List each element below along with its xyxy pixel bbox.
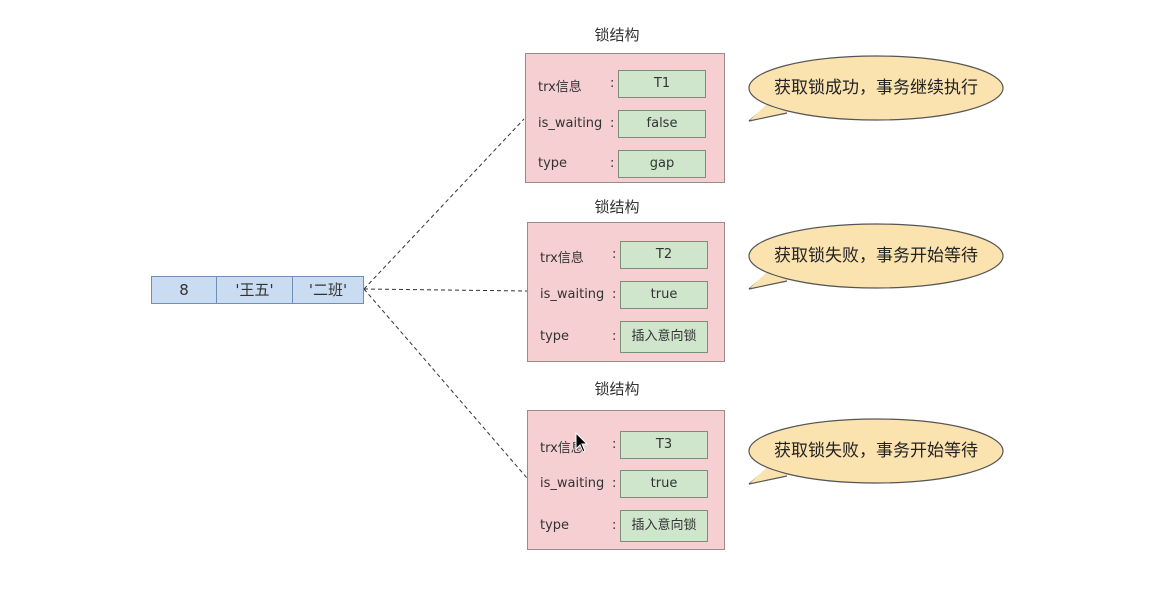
lock-3-trx-field: trx信息 : T3 [528, 431, 726, 459]
mouse-cursor-icon [575, 432, 589, 453]
field-label: type [540, 329, 570, 344]
field-value: 插入意向锁 [620, 510, 708, 542]
speech-bubble-icon [748, 418, 1004, 485]
status-bubble-2: 获取锁失败，事务开始等待 [747, 222, 1005, 292]
lock-title-2: 锁结构 [594, 198, 640, 216]
field-label: type [540, 518, 570, 533]
field-value: T2 [620, 241, 708, 269]
lock-2-type-field: type : 插入意向锁 [528, 321, 726, 353]
connector-line-1 [363, 118, 525, 290]
field-colon: : [612, 518, 617, 533]
field-value: true [620, 281, 708, 309]
field-label: is_waiting [538, 116, 603, 131]
field-colon: : [610, 116, 615, 131]
status-bubble-3: 获取锁失败，事务开始等待 [747, 417, 1005, 487]
field-label: type [538, 156, 568, 171]
lock-2-trx-field: trx信息 : T2 [528, 241, 726, 269]
field-colon: : [612, 476, 617, 491]
speech-bubble-icon [748, 223, 1004, 290]
lock-1-type-field: type : gap [526, 150, 724, 178]
field-colon: : [612, 437, 617, 452]
lock-1-trx-field: trx信息 : T1 [526, 70, 724, 98]
lock-structure-1: trx信息 : T1 is_waiting : false type : gap [525, 53, 725, 183]
lock-title-3: 锁结构 [594, 380, 640, 398]
lock-3-is-waiting-field: is_waiting : true [528, 470, 726, 498]
lock-1-is-waiting-field: is_waiting : false [526, 110, 724, 138]
record-cell-id: 8 [152, 277, 217, 303]
lock-title-1: 锁结构 [594, 26, 640, 44]
field-colon: : [612, 287, 617, 302]
connector-line-3 [363, 288, 528, 479]
field-value: 插入意向锁 [620, 321, 708, 353]
record-cell-name: '王五' [217, 277, 293, 303]
field-colon: : [610, 156, 615, 171]
lock-structure-3: trx信息 : T3 is_waiting : true type : 插入意向… [527, 410, 725, 550]
field-value: T3 [620, 431, 708, 459]
record-cell-class: '二班' [308, 281, 348, 299]
bubble-text: 获取锁成功，事务继续执行 [774, 78, 978, 98]
lock-3-type-field: type : 插入意向锁 [528, 510, 726, 542]
field-label: trx信息 [538, 80, 582, 95]
bubble-text: 获取锁失败，事务开始等待 [774, 246, 978, 266]
field-value: T1 [618, 70, 706, 98]
record-row: 8 '王五' '二班' [151, 276, 364, 304]
field-label: trx信息 [540, 251, 584, 266]
field-value: true [620, 470, 708, 498]
bubble-text: 获取锁失败，事务开始等待 [774, 441, 978, 461]
field-label: is_waiting [540, 476, 605, 491]
field-label: trx信息 [540, 441, 584, 456]
field-value: gap [618, 150, 706, 178]
field-colon: : [610, 76, 615, 91]
field-colon: : [612, 329, 617, 344]
status-bubble-1: 获取锁成功，事务继续执行 [747, 54, 1005, 124]
field-value: false [618, 110, 706, 138]
speech-bubble-icon [748, 55, 1004, 122]
field-colon: : [612, 247, 617, 262]
lock-structure-2: trx信息 : T2 is_waiting : true type : 插入意向… [527, 222, 725, 362]
lock-2-is-waiting-field: is_waiting : true [528, 281, 726, 309]
connector-line-2 [363, 288, 528, 292]
field-label: is_waiting [540, 287, 605, 302]
